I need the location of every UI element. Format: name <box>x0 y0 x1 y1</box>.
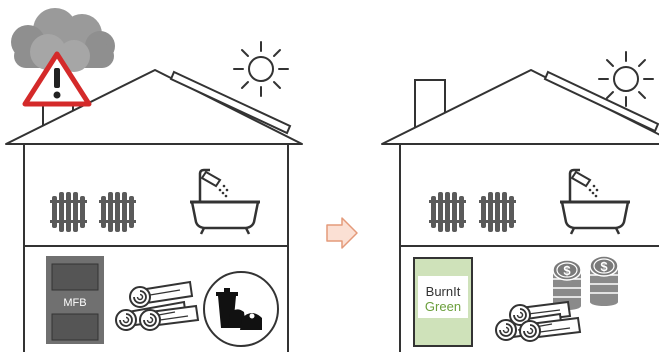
firewood-icon <box>496 302 580 341</box>
radiator-icon <box>429 192 466 232</box>
bathtub-icon <box>190 170 260 234</box>
bag-brand-line2: Green <box>425 299 461 314</box>
boiler-icon: MFB <box>46 256 104 344</box>
left-house: MFB <box>6 8 302 352</box>
boiler-label: MFB <box>63 297 86 309</box>
sun-icon <box>234 42 288 96</box>
firewood-icon <box>116 282 198 330</box>
right-house: BurnIt Green <box>382 52 659 352</box>
garbage-icon <box>204 272 278 346</box>
pellet-bag-icon: BurnIt Green <box>414 258 472 346</box>
bag-brand-line1: BurnIt <box>426 284 461 299</box>
transition-arrow-icon <box>327 218 357 248</box>
radiator-icon <box>50 192 87 232</box>
sun-icon <box>599 52 653 106</box>
radiator-icon <box>99 192 136 232</box>
bathtub-icon <box>560 170 630 234</box>
radiator-icon <box>479 192 516 232</box>
